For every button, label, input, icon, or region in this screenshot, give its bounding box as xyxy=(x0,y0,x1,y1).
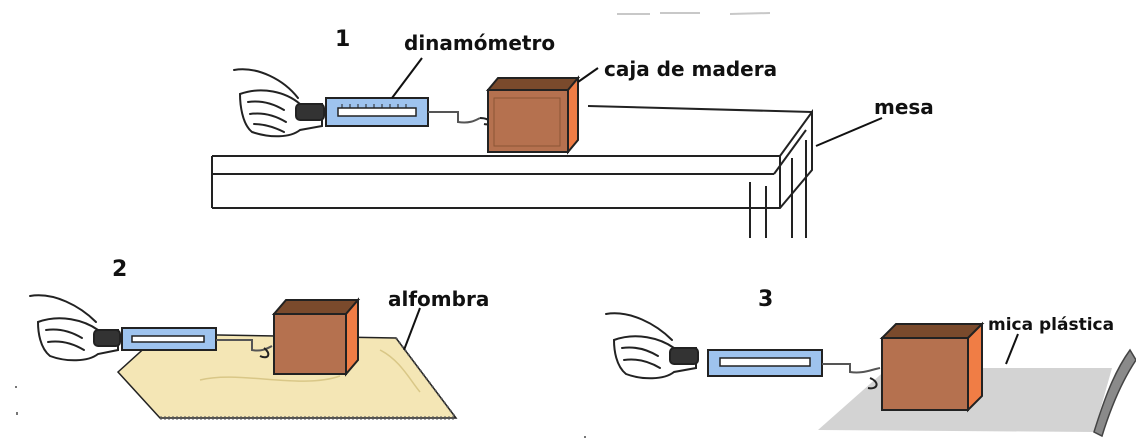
dynamometer-3 xyxy=(707,349,881,390)
panel-number-3: 3 xyxy=(758,287,773,312)
panel-number-1: 1 xyxy=(335,27,350,52)
box-label: caja de madera xyxy=(604,57,777,81)
plastic-pointer xyxy=(1005,333,1019,365)
panel-1: 1 dinamómetro caja de madera mesa xyxy=(211,27,934,238)
wooden-box-2 xyxy=(271,297,361,377)
plastic-label: mica plástica xyxy=(988,315,1114,335)
panel-3: 3 mica plástica xyxy=(605,287,1136,438)
panel-2: 2 alfombra xyxy=(29,257,489,420)
carpet-label: alfombra xyxy=(388,287,489,311)
stray-marks xyxy=(15,386,586,438)
wooden-box-3 xyxy=(879,321,985,413)
dynamometer-label: dinamómetro xyxy=(404,31,555,55)
hand-icon xyxy=(605,312,699,380)
top-scribble xyxy=(617,12,771,15)
dynamometer-2 xyxy=(121,327,273,359)
wooden-box-1 xyxy=(485,75,581,155)
table-label: mesa xyxy=(874,95,934,119)
dynamometer-1 xyxy=(325,97,491,127)
panel-number-2: 2 xyxy=(112,257,127,282)
carpet-pointer xyxy=(403,307,421,351)
hand-icon xyxy=(233,68,325,138)
hand-icon xyxy=(29,294,121,362)
label-pointers-1 xyxy=(391,57,883,147)
table xyxy=(211,105,813,238)
